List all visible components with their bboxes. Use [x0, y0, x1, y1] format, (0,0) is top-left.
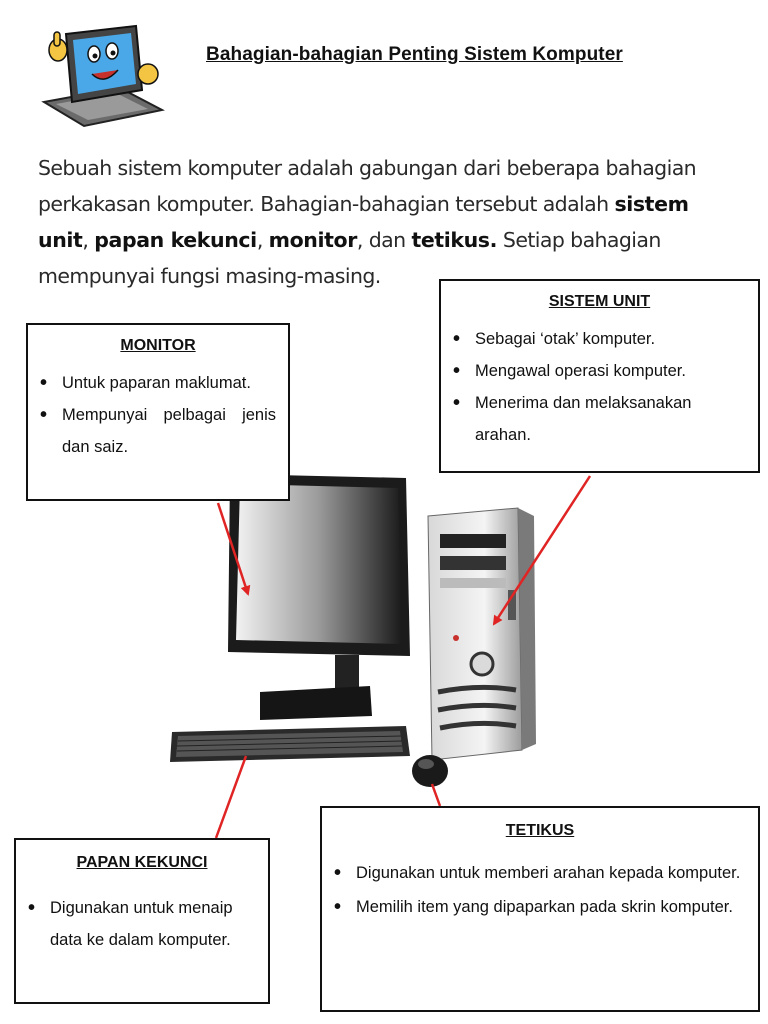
callout-list: Sebagai ‘otak’ komputer. Mengawal operas…: [441, 323, 758, 451]
term-tetikus: tetikus.: [411, 228, 497, 252]
intro-text: Sebuah sistem komputer adalah gabungan d…: [38, 156, 697, 216]
intro-text: Setiap bahagian mempunyai fungsi masing-…: [38, 228, 661, 288]
intro-separator: , dan: [356, 228, 412, 252]
list-item: Memilih item yang dipaparkan pada skrin …: [322, 890, 758, 924]
list-item: Menerima dan melaksanakan arahan.: [441, 387, 758, 451]
callout-papan-kekunci: PAPAN KEKUNCI Digunakan untuk menaip dat…: [14, 838, 270, 1004]
term-monitor: monitor: [268, 228, 358, 252]
intro-separator: ,: [82, 228, 95, 252]
computer-illustration: [160, 460, 580, 820]
callout-list: Digunakan untuk memberi arahan kepada ko…: [322, 856, 758, 924]
list-item: Sebagai ‘otak’ komputer.: [441, 323, 758, 355]
keyboard-image: [170, 726, 410, 762]
mouse-image: [412, 755, 448, 787]
callout-list: Digunakan untuk menaip data ke dalam kom…: [16, 892, 268, 956]
monitor-image: [228, 474, 410, 720]
laptop-mascot-icon: [36, 18, 166, 130]
callout-title: SISTEM UNIT: [548, 293, 651, 310]
list-item: Digunakan untuk menaip data ke dalam kom…: [16, 892, 268, 956]
callout-list: Untuk paparan maklumat. Mempunyai pelbag…: [28, 367, 288, 463]
callout-monitor: MONITOR Untuk paparan maklumat. Mempunya…: [26, 323, 290, 501]
list-item: Mengawal operasi komputer.: [441, 355, 758, 387]
term-sistem-unit: sistem unit: [38, 192, 689, 252]
term-papan-kekunci: papan kekunci: [94, 228, 257, 252]
intro-paragraph: Sebuah sistem komputer adalah gabungan d…: [38, 150, 738, 294]
callout-title: TETIKUS: [505, 822, 575, 839]
list-item: Mempunyai pelbagai jenis dan saiz.: [28, 399, 288, 463]
intro-separator: ,: [256, 228, 269, 252]
page-title: Bahagian-bahagian Penting Sistem Kompute…: [206, 44, 623, 65]
callout-sistem-unit: SISTEM UNIT Sebagai ‘otak’ komputer. Men…: [439, 279, 760, 473]
callout-title: PAPAN KEKUNCI: [76, 854, 208, 871]
system-unit-image: [427, 507, 536, 761]
callout-tetikus: TETIKUS Digunakan untuk memberi arahan k…: [320, 806, 760, 1012]
callout-title: MONITOR: [120, 337, 196, 354]
list-item: Untuk paparan maklumat.: [28, 367, 288, 399]
list-item: Digunakan untuk memberi arahan kepada ko…: [322, 856, 758, 890]
